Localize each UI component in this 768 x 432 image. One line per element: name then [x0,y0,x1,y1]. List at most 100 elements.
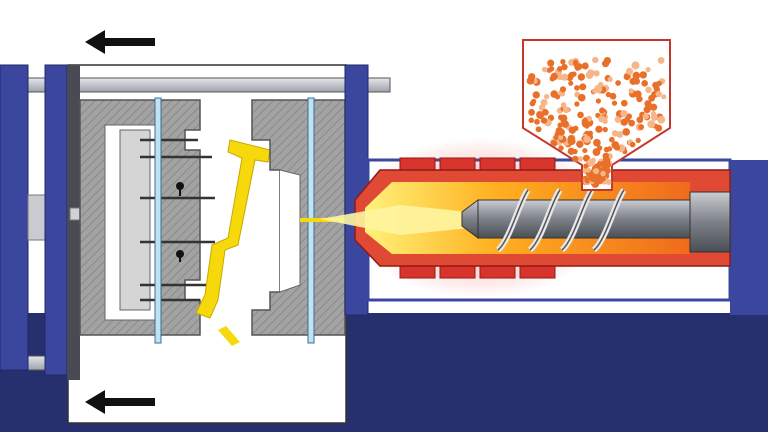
pellet [600,170,606,177]
arrow-left-icon [85,390,155,414]
pellet [528,108,535,116]
pellet [602,126,608,133]
tie-rod-top [0,77,391,93]
pellet [593,138,601,147]
pellet [593,70,600,77]
pellet [657,57,665,64]
pellet [628,119,636,127]
pellet [593,168,600,175]
pellet [602,152,609,160]
pellet [548,66,555,72]
heater-bands [399,157,556,279]
pellet [620,109,628,118]
pellet [642,113,649,120]
pellet [568,126,577,134]
pellet [574,101,580,107]
pellet [568,80,574,86]
pellet [558,134,564,140]
drive-housing [730,160,768,315]
pellet [596,161,602,167]
pellet [624,116,631,123]
pellet [579,83,587,91]
pellet [647,120,656,129]
pellet [657,115,666,124]
guide-pin-left [154,97,162,344]
pellet [655,90,662,98]
pellet [528,73,536,81]
pellet [572,155,579,163]
pellet [560,58,566,65]
pellet [602,157,611,166]
pellet [561,63,568,71]
pellet [595,98,602,104]
arrow-left-icon [85,30,155,54]
pellet [543,93,550,100]
pellet [616,131,624,138]
pellet [611,100,618,106]
pellet [534,118,540,125]
pellet [652,81,659,89]
pellet [577,111,584,119]
pellet [596,177,604,185]
pellet [566,74,574,81]
pellet [636,116,644,124]
pellet [592,148,601,156]
pellet [614,116,622,123]
pellet [595,125,603,133]
pellet [572,59,579,66]
pellet [550,72,558,81]
pellet [540,117,548,124]
pellet [584,177,591,184]
pellet [540,98,548,107]
pellet [556,66,563,72]
pellet [562,106,570,114]
pellet [661,94,667,100]
pellet [577,93,586,102]
sprue-channel [300,218,348,222]
pellet [542,109,549,116]
pellet [635,137,641,144]
pellet [532,91,540,99]
pellet [583,163,589,169]
pellet [535,126,542,133]
pellet [592,56,599,64]
pellet [587,69,595,77]
pellet [649,103,658,111]
pellet [576,140,584,148]
pellet [577,73,586,81]
pellet [583,135,591,143]
pellet [547,59,555,67]
pellet [645,86,652,94]
pellet [632,71,641,80]
pellet [561,73,569,81]
pellet [560,102,567,108]
pellet [609,136,615,143]
pellet [559,86,567,93]
pellet [645,67,651,73]
pellet [589,174,597,183]
screw-drive-cylinder [689,191,731,253]
screw-tip [461,199,479,239]
pellet [607,76,613,83]
pellet [581,117,589,125]
pellet [638,124,645,130]
pellet [629,141,636,148]
pellet [631,61,640,70]
pellet [528,117,535,124]
pellet [615,80,621,86]
pellet [644,100,652,108]
pellet [550,139,558,147]
moving-platen-face [67,65,80,380]
pellet [623,73,631,81]
pellet [641,80,648,87]
pellet [639,71,647,79]
pellet [634,90,642,98]
pellet [650,113,658,121]
pellet [529,100,536,107]
pellet [567,137,576,146]
plastic-pellets [526,56,667,188]
pellet [625,67,634,75]
pellet [609,92,617,100]
pellet [586,158,595,167]
